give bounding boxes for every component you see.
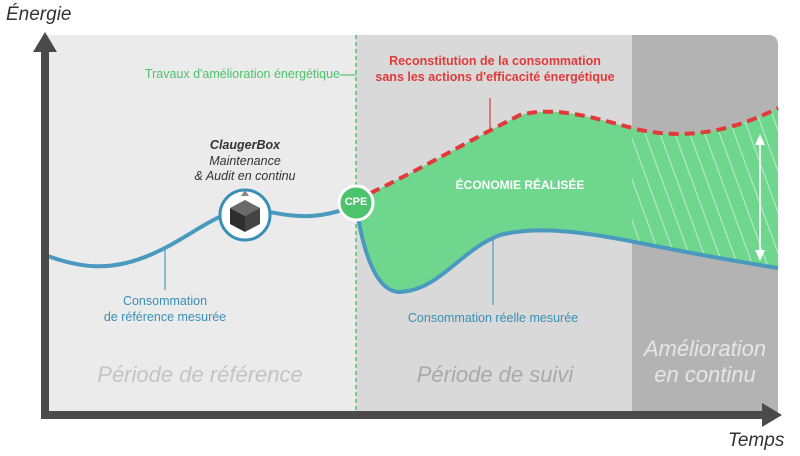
- reference-line2: de référence mesurée: [103, 309, 227, 324]
- reference-consumption-line: [44, 203, 357, 269]
- actual-consumption-label: Consommation réelle mesurée: [407, 311, 579, 325]
- savings-label: ÉCONOMIE RÉALISÉE: [455, 178, 585, 192]
- monitoring-period-label: Période de suivi: [416, 362, 574, 387]
- claugerbox-title: ClaugerBox: [209, 138, 281, 152]
- reference-line1: Consommation: [122, 294, 208, 308]
- continuous-line1: Amélioration: [643, 336, 767, 361]
- double-arrow-icon: [755, 134, 765, 261]
- claugerbox-line2: & Audit en continu: [194, 169, 296, 184]
- y-axis-arrow: [33, 32, 57, 52]
- reference-period-label: Période de référence: [97, 362, 303, 387]
- cpe-label: CPE: [344, 196, 368, 208]
- y-axis-label: Énergie: [6, 4, 72, 25]
- claugerbox-cube-icon: [218, 188, 272, 242]
- reconstitution-line2: sans les actions d'efficacité énergétiqu…: [375, 69, 615, 84]
- continuous-line2: en continu: [654, 362, 756, 388]
- cpe-badge: [337, 184, 375, 222]
- works-label: Travaux d'amélioration énergétique: [144, 67, 340, 81]
- reference-period-bg: [45, 35, 356, 415]
- claugerbox-label: ClaugerBox Maintenance & Audit en contin…: [180, 138, 310, 185]
- claugerbox-line1: Maintenance: [209, 153, 281, 168]
- x-axis-label: Temps: [728, 430, 785, 451]
- reconstructed-consumption-line: [355, 106, 779, 202]
- savings-hatch: [632, 108, 778, 268]
- reference-consumption-label: Consommation de référence mesurée: [95, 294, 235, 325]
- reconstitution-label: Reconstitution de la consommation sans l…: [370, 54, 620, 85]
- reconstitution-line1: Reconstitution de la consommation: [389, 54, 601, 68]
- actual-consumption-line: [354, 204, 779, 295]
- x-axis-arrow: [762, 403, 782, 427]
- continuous-period-label: Amélioration en continu: [634, 336, 776, 389]
